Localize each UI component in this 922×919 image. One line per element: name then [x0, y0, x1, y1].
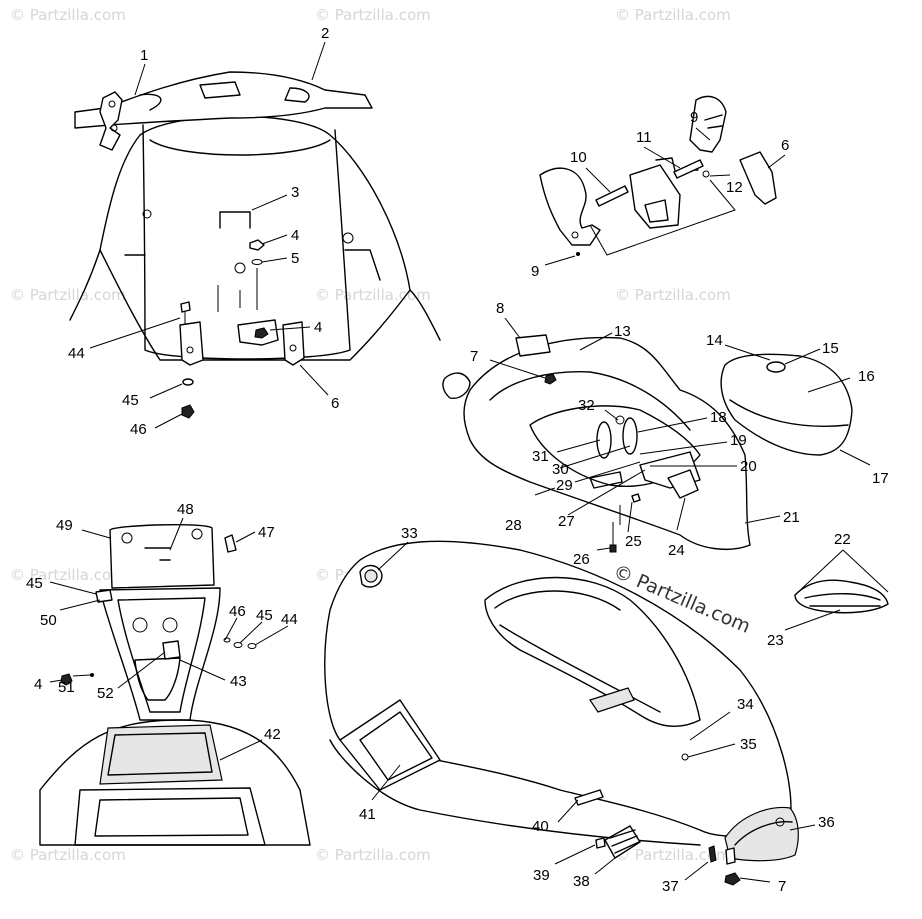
callout-30: 30 — [552, 461, 569, 478]
mounting-plate — [109, 523, 215, 589]
callout-45: 45 — [26, 575, 43, 592]
main-cover-assembly — [324, 540, 799, 886]
hinge-bracket — [282, 321, 305, 366]
latch-hook — [689, 95, 727, 153]
callout-39: 39 — [533, 867, 550, 884]
hinge-bracket — [179, 321, 204, 366]
callout-48: 48 — [177, 501, 194, 518]
callout-6: 6 — [781, 137, 789, 154]
callout-19: 19 — [730, 432, 747, 449]
callout-17: 17 — [872, 470, 889, 487]
watermark: © Partzilla.com — [615, 6, 731, 24]
callout-38: 38 — [573, 873, 590, 890]
callout-9: 9 — [531, 263, 539, 280]
callout-4: 4 — [291, 227, 299, 244]
callout-26: 26 — [573, 551, 590, 568]
callout-18: 18 — [710, 409, 727, 426]
callout-6: 6 — [331, 395, 339, 412]
callout-22: 22 — [834, 531, 851, 548]
callout-42: 42 — [264, 726, 281, 743]
callout-21: 21 — [783, 509, 800, 526]
hinge-pin — [595, 185, 629, 207]
mount-pad — [515, 334, 551, 357]
callout-3: 3 — [291, 184, 299, 201]
watermark: © Partzilla.com — [10, 566, 126, 584]
callout-14: 14 — [706, 332, 723, 349]
hinge-pin — [673, 159, 704, 179]
callout-46: 46 — [130, 421, 147, 438]
callout-2: 2 — [321, 25, 329, 42]
callout-10: 10 — [570, 149, 587, 166]
storage-lid — [720, 353, 853, 456]
callout-13: 13 — [614, 323, 631, 340]
callout-45: 45 — [122, 392, 139, 409]
rear-grab-handle-assembly — [39, 523, 311, 846]
callout-27: 27 — [558, 513, 575, 530]
handlebar — [74, 71, 373, 129]
callout-8: 8 — [496, 300, 504, 317]
callout-41: 41 — [359, 806, 376, 823]
watermark: © Partzilla.com — [10, 846, 126, 864]
storage-tray-assembly — [442, 334, 889, 614]
callout-43: 43 — [230, 673, 247, 690]
watermark: © Partzilla.com — [615, 846, 731, 864]
callout-47: 47 — [258, 524, 275, 541]
callout-46: 46 — [229, 603, 246, 620]
callout-4: 4 — [34, 676, 42, 693]
callout-34: 34 — [737, 696, 754, 713]
callout-49: 49 — [56, 517, 73, 534]
hood-front-assembly — [69, 71, 441, 419]
callout-5: 5 — [291, 250, 299, 267]
watermark: © Partzilla.com — [315, 286, 431, 304]
callout-20: 20 — [740, 458, 757, 475]
leader-lines — [49, 41, 889, 883]
callout-51: 51 — [58, 679, 75, 696]
callout-36: 36 — [818, 814, 835, 831]
callout-4: 4 — [314, 319, 322, 336]
callout-16: 16 — [858, 368, 875, 385]
hood-front-panel — [99, 115, 411, 361]
callout-23: 23 — [767, 632, 784, 649]
watermark: © Partzilla.com — [10, 6, 126, 24]
callout-44: 44 — [281, 611, 298, 628]
callout-7: 7 — [470, 348, 478, 365]
latch-assembly — [539, 95, 777, 256]
watermark: © Partzilla.com — [10, 286, 126, 304]
latch-handle-left — [539, 167, 601, 246]
callout-45: 45 — [256, 607, 273, 624]
callout-11: 11 — [636, 129, 652, 146]
callout-24: 24 — [668, 542, 685, 559]
callout-7: 7 — [778, 878, 786, 895]
callout-9: 9 — [690, 109, 698, 126]
callout-12: 12 — [726, 179, 743, 196]
rear-seat — [39, 719, 311, 846]
callout-37: 37 — [662, 878, 679, 895]
callout-25: 25 — [625, 533, 642, 550]
callout-31: 31 — [532, 448, 549, 465]
callout-15: 15 — [822, 340, 839, 357]
trim-panel — [339, 699, 441, 791]
callout-28: 28 — [505, 517, 522, 534]
latch-hinge — [629, 164, 681, 229]
u-bracket — [219, 211, 251, 229]
watermark: © Partzilla.com — [315, 846, 431, 864]
latch-cap — [739, 151, 777, 205]
callout-29: 29 — [556, 477, 573, 494]
watermark: © Partzilla.com — [615, 286, 731, 304]
rear-trim — [724, 806, 799, 862]
callout-labels: 1 2 3 4 5 4 44 45 46 6 9 6 11 10 12 9 8 … — [26, 25, 889, 895]
callout-1: 1 — [140, 47, 148, 64]
callout-33: 33 — [401, 525, 418, 542]
watermark: © Partzilla.com — [315, 6, 431, 24]
callout-40: 40 — [532, 818, 549, 835]
callout-50: 50 — [40, 612, 57, 629]
callout-32: 32 — [578, 397, 595, 414]
main-cover — [324, 540, 792, 837]
callout-52: 52 — [97, 685, 114, 702]
throttle-lever — [99, 91, 123, 151]
callout-35: 35 — [740, 736, 757, 753]
callout-44: 44 — [68, 345, 85, 362]
